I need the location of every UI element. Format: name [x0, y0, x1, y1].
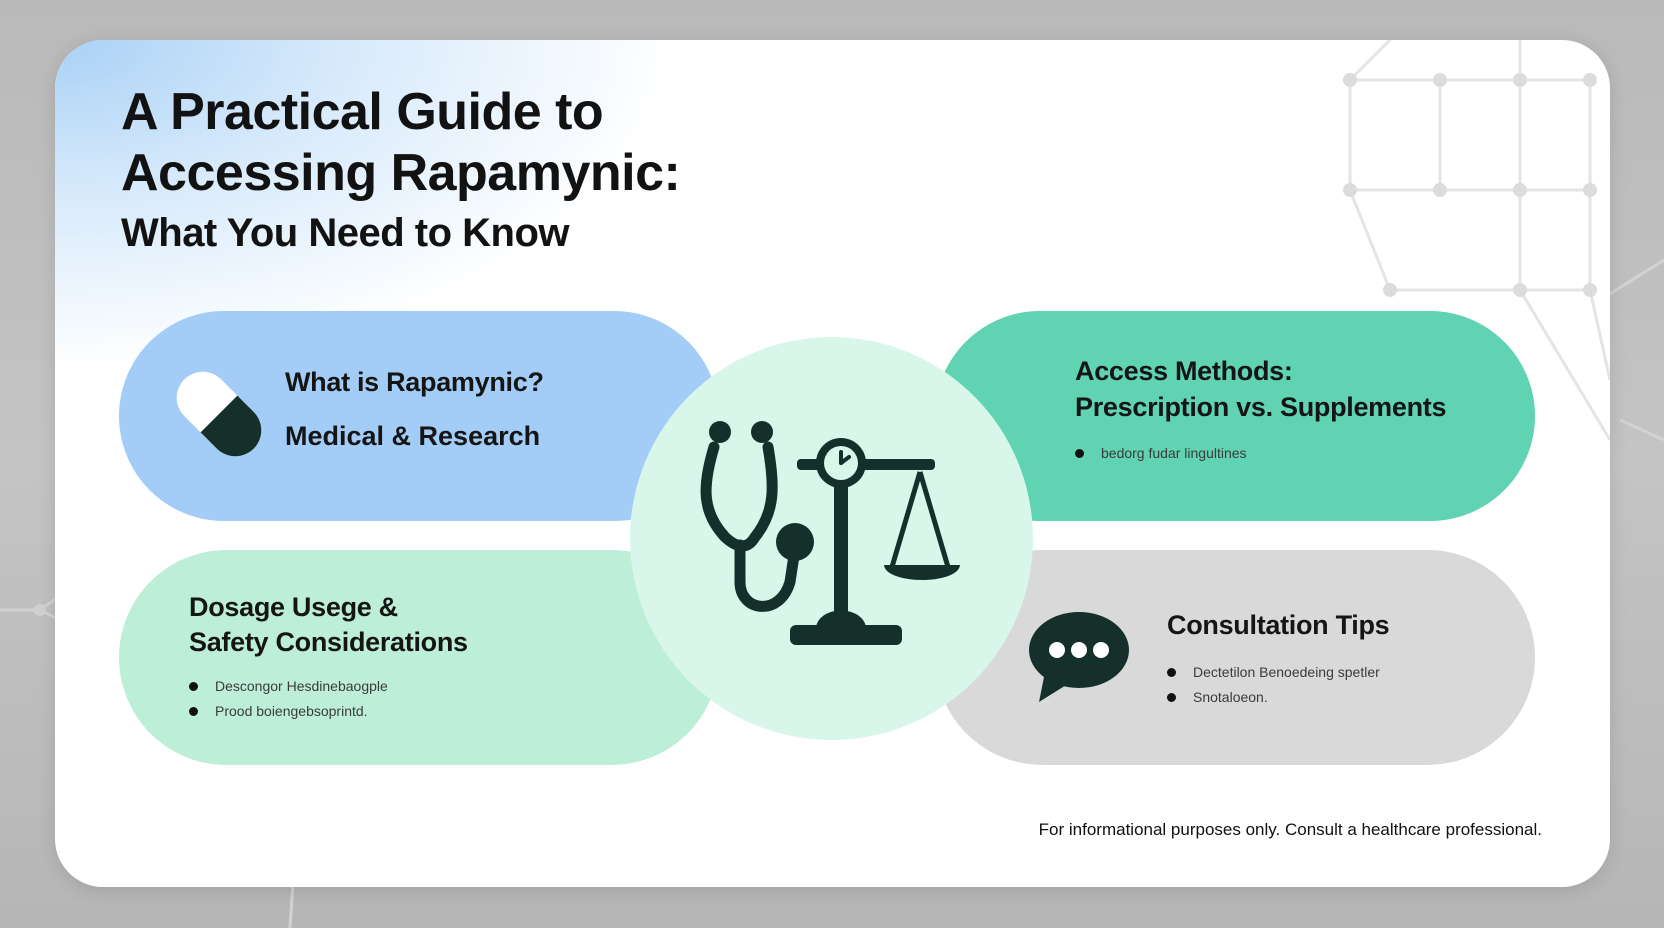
- list-item: Descongor Hesdinebaogple: [189, 674, 388, 699]
- consultation-heading: Consultation Tips: [1167, 610, 1390, 640]
- dosage-section: Dosage Usege & Safety Considerations Des…: [119, 550, 719, 765]
- clock-icon: [816, 438, 866, 488]
- chat-bubble-icon: [1029, 612, 1129, 702]
- consultation-bullet-list: Dectetilon Benoedeing spetler Snotaloeon…: [1167, 660, 1380, 710]
- list-item: Prood boiengebsoprintd.: [189, 699, 388, 724]
- balance-scale-icon: [790, 459, 960, 645]
- access-bullet-list: bedorg fudar lingultines: [1075, 441, 1247, 466]
- dosage-heading: Dosage Usege & Safety Considerations: [189, 590, 468, 660]
- center-circle: [630, 337, 1033, 740]
- consultation-section: Consultation Tips Dectetilon Benoedeing …: [935, 550, 1535, 765]
- dosage-heading-line-1: Dosage Usege &: [189, 592, 398, 622]
- access-methods-section: Access Methods: Prescription vs. Supplem…: [935, 311, 1535, 521]
- card-network-pattern: [1343, 40, 1610, 441]
- page-title: A Practical Guide to Accessing Rapamynic…: [121, 82, 681, 260]
- what-is-section: What is Rapamynic? Medical & Research: [119, 311, 719, 521]
- list-item: Snotaloeon.: [1167, 685, 1380, 710]
- title-subtitle: What You Need to Know: [121, 211, 570, 255]
- access-heading-line-1: Access Methods:: [1075, 356, 1293, 386]
- center-illustration: [700, 421, 960, 645]
- access-heading-line-2: Prescription vs. Supplements: [1075, 392, 1447, 422]
- dosage-bullet-list: Descongor Hesdinebaogple Prood boiengebs…: [189, 674, 388, 724]
- what-is-subheading: Medical & Research: [285, 421, 541, 451]
- pill-icon: [176, 371, 262, 457]
- access-methods-heading: Access Methods: Prescription vs. Supplem…: [1075, 353, 1447, 425]
- dosage-heading-line-2: Safety Considerations: [189, 627, 468, 657]
- title-line-2: Accessing Rapamynic:: [121, 144, 681, 202]
- stethoscope-icon: [700, 421, 814, 612]
- infographic-card: A Practical Guide to Accessing Rapamynic…: [55, 40, 1610, 887]
- title-line-1: A Practical Guide to: [121, 83, 604, 141]
- disclaimer-footer: For informational purposes only. Consult…: [1038, 820, 1542, 839]
- list-item: Dectetilon Benoedeing spetler: [1167, 660, 1380, 685]
- what-is-heading: What is Rapamynic?: [285, 367, 544, 397]
- list-item: bedorg fudar lingultines: [1075, 441, 1247, 466]
